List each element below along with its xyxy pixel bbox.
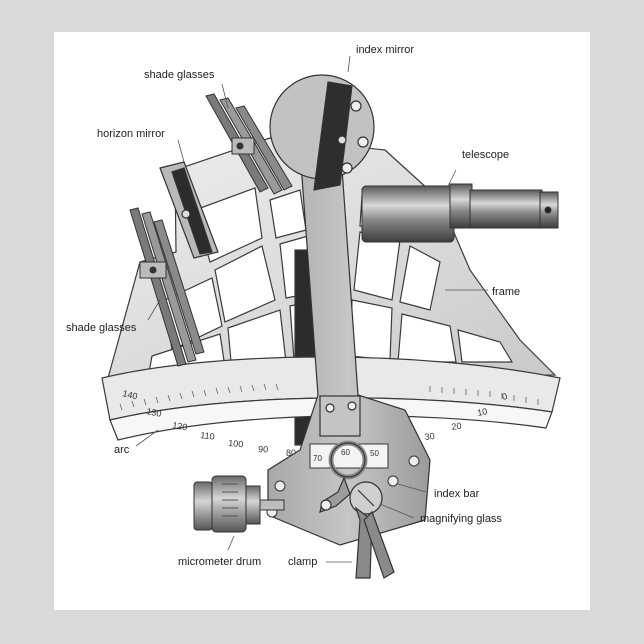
label-magnifying-glass: magnifying glass [420, 513, 502, 525]
arc-label-120: 120 [172, 420, 188, 432]
vernier-label-50: 50 [370, 449, 379, 458]
micrometer-drum [193, 475, 285, 533]
arc-label-130: 130 [146, 406, 163, 419]
shade-glasses-top [205, 93, 293, 195]
arc-label-20: 20 [451, 421, 462, 432]
arc-ticks [119, 383, 539, 411]
arc-label-80: 80 [286, 448, 296, 458]
label-index-bar: index bar [434, 488, 480, 500]
vernier-window: 70 60 50 [309, 443, 389, 469]
labels: index mirror shade glasses horizon mirro… [66, 44, 520, 568]
arc-label-100: 100 [228, 438, 244, 449]
label-clamp: clamp [288, 556, 317, 568]
label-index-mirror: index mirror [356, 44, 414, 56]
label-shade-glasses-top: shade glasses [144, 69, 215, 81]
arc-label-10: 10 [476, 406, 488, 418]
telescope [361, 183, 559, 243]
vernier-label-60: 60 [341, 448, 350, 457]
arc-label-140: 140 [122, 388, 139, 401]
label-frame: frame [492, 286, 520, 298]
label-arc: arc [114, 444, 130, 456]
label-telescope: telescope [462, 149, 509, 161]
label-shade-glasses-left: shade glasses [66, 322, 137, 334]
vernier-label-70: 70 [313, 454, 322, 463]
arc-label-0: 0 [501, 391, 508, 402]
leader-lines [135, 55, 488, 563]
clamp [349, 481, 395, 579]
shade-glasses-left [129, 207, 205, 367]
arc-label-30: 30 [424, 431, 435, 442]
arc-label-110: 110 [200, 430, 215, 442]
arc-label-90: 90 [258, 444, 269, 455]
index-mirror [269, 74, 375, 191]
label-micrometer-drum: micrometer drum [178, 556, 261, 568]
index-bar [267, 139, 431, 546]
label-horizon-mirror: horizon mirror [97, 128, 165, 140]
horizon-mirror [159, 161, 219, 259]
